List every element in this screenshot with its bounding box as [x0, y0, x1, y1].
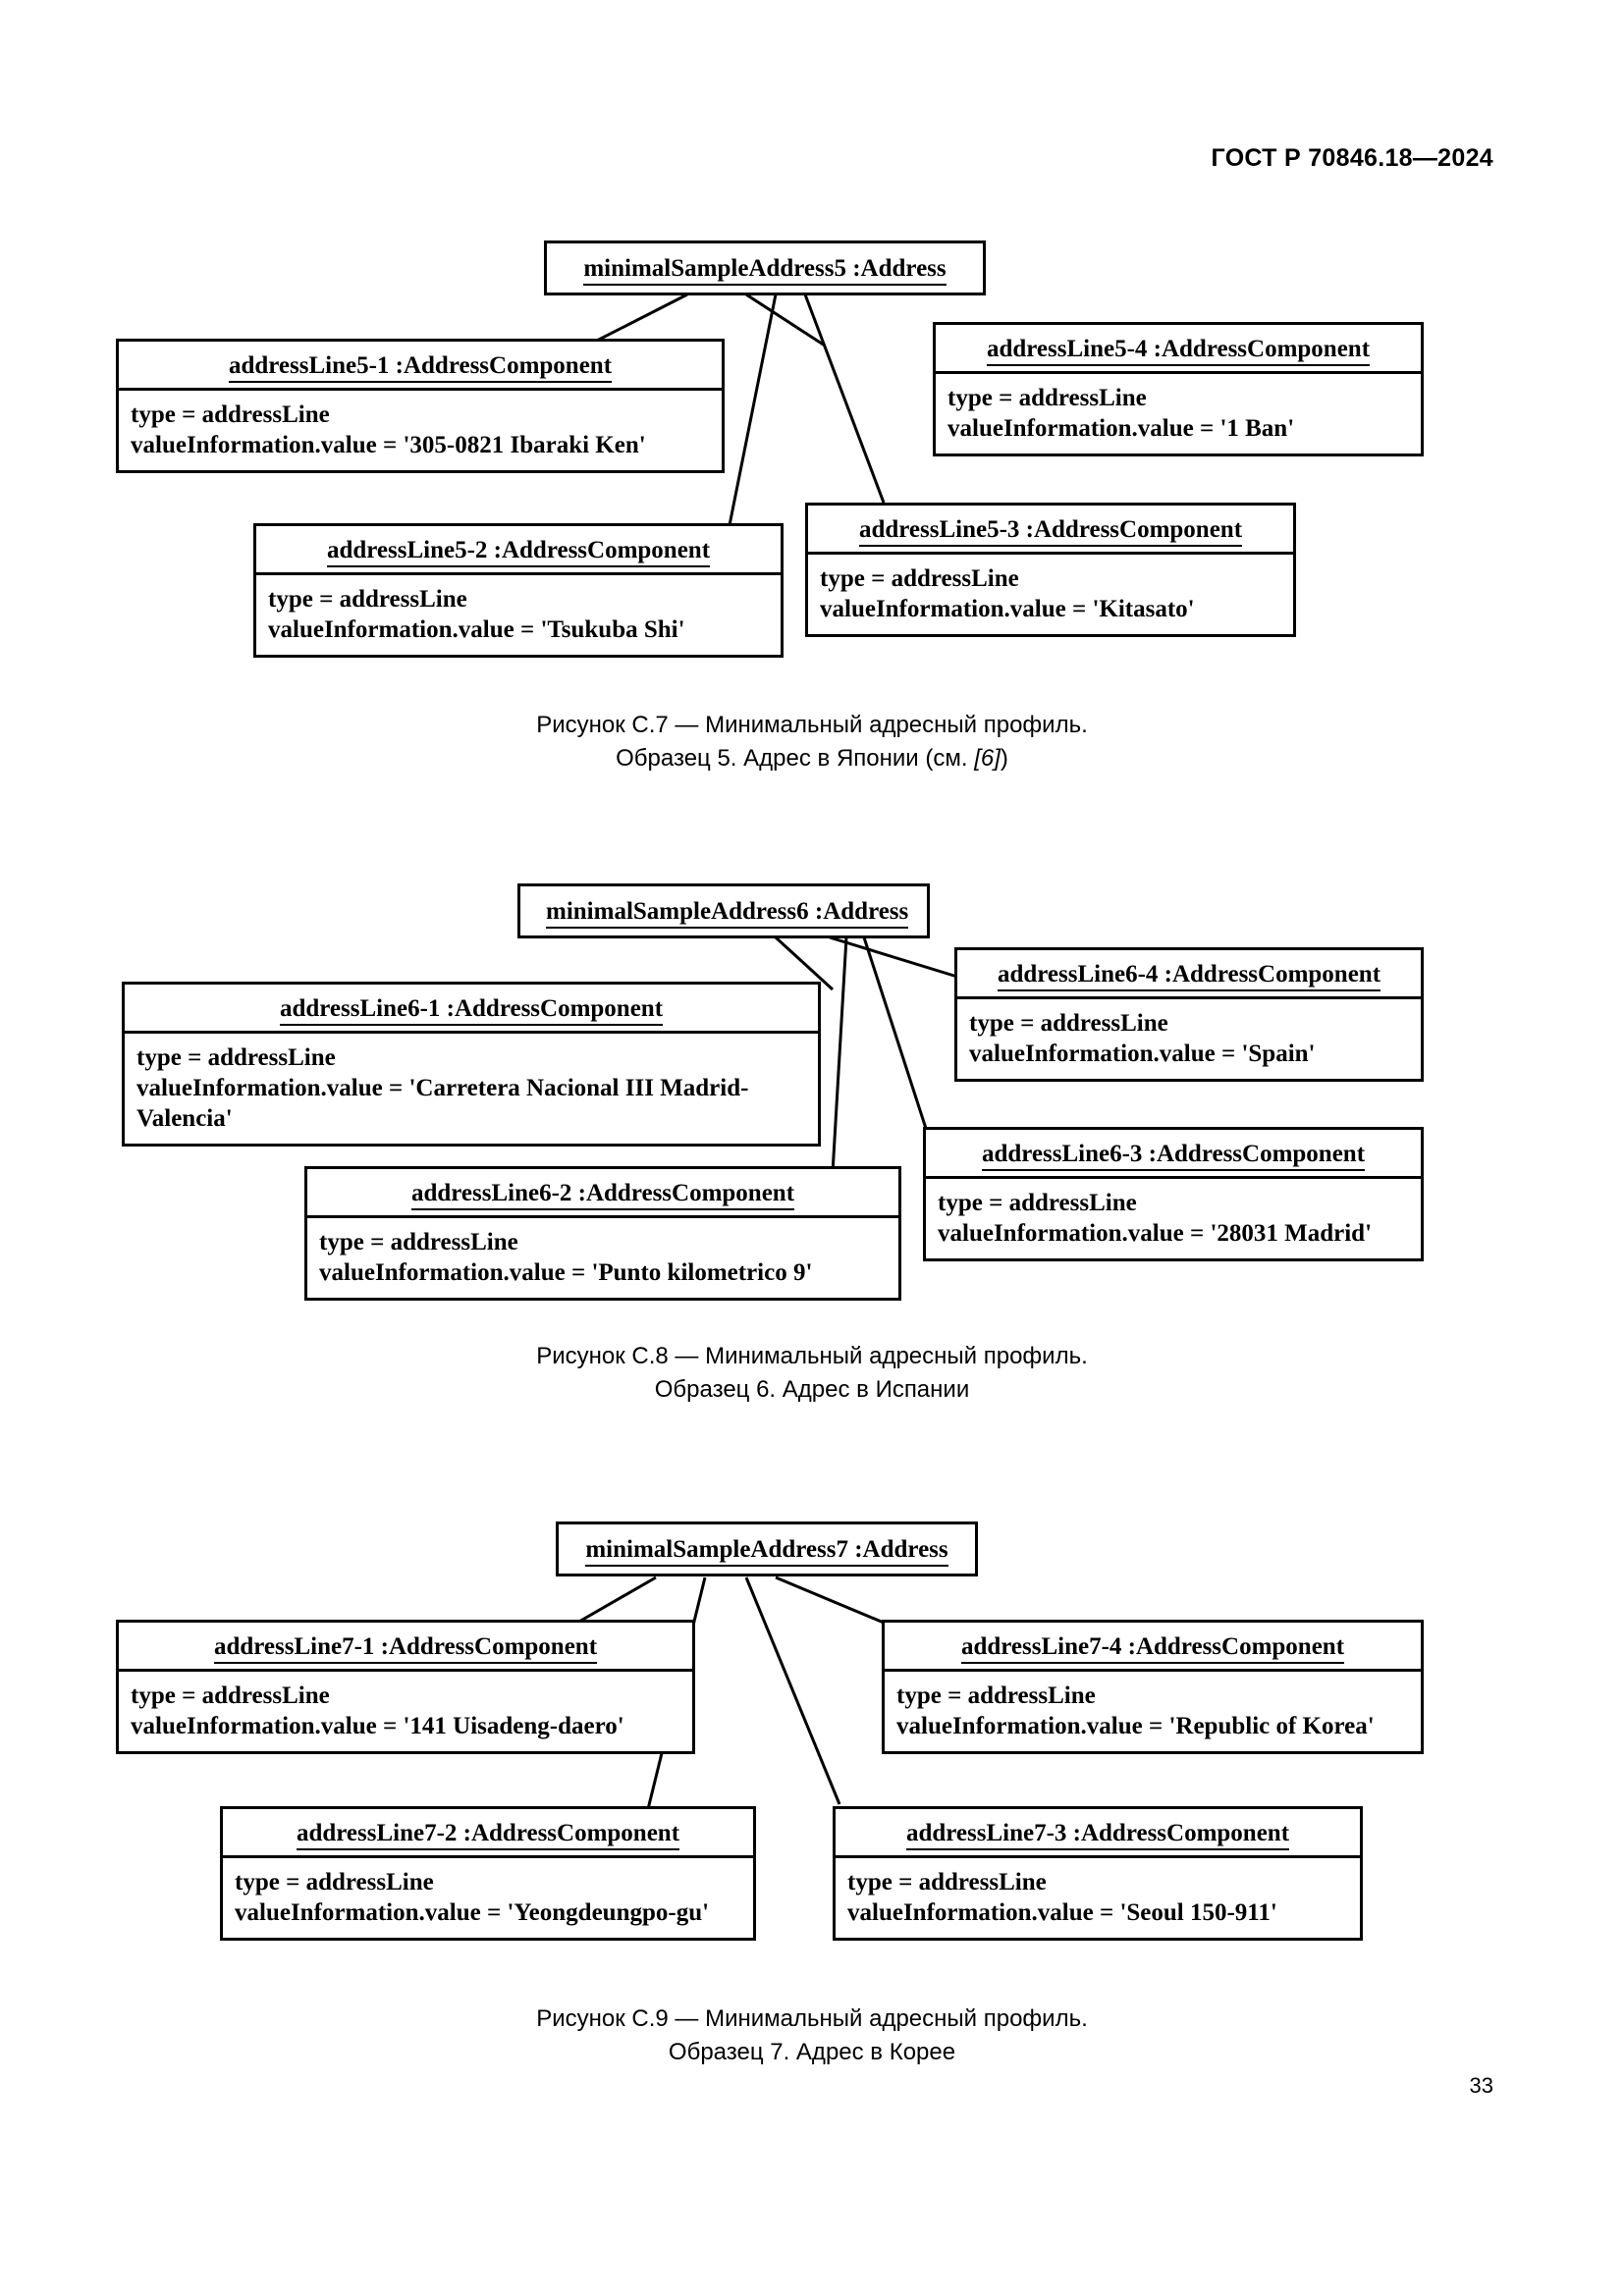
object-box-title: addressLine7-4 :AddressComponent: [885, 1623, 1421, 1672]
object-box-attributes: type = addressLine valueInformation.valu…: [125, 1034, 818, 1144]
attribute-value: valueInformation.value = 'Spain': [969, 1041, 1316, 1067]
attribute-value: valueInformation.value = 'Yeongdeungpo-g…: [235, 1899, 710, 1926]
connector-root-to-7-1: [576, 1575, 657, 1625]
object-box-attributes: type = addressLine valueInformation.valu…: [223, 1858, 753, 1938]
attribute-type: type = addressLine: [896, 1682, 1096, 1709]
object-box-minimalSampleAddress5[interactable]: minimalSampleAddress5 :Address: [544, 240, 986, 295]
object-box-title: minimalSampleAddress5 :Address: [547, 243, 983, 293]
object-box-attributes: type = addressLine valueInformation.valu…: [836, 1858, 1360, 1938]
object-box-title: addressLine7-3 :AddressComponent: [836, 1809, 1360, 1858]
caption-line-2: Образец 6. Адрес в Испании: [0, 1373, 1624, 1407]
object-box-addressLine5-4[interactable]: addressLine5-4 :AddressComponent type = …: [933, 322, 1424, 456]
object-box-title: addressLine5-4 :AddressComponent: [936, 325, 1421, 374]
attribute-value: valueInformation.value = 'Tsukuba Shi': [268, 616, 685, 643]
object-box-title: minimalSampleAddress7 :Address: [559, 1524, 975, 1574]
object-box-addressLine5-1[interactable]: addressLine5-1 :AddressComponent type = …: [116, 339, 725, 473]
object-box-title: addressLine5-2 :AddressComponent: [256, 526, 781, 575]
attribute-value: valueInformation.value = 'Republic of Ko…: [896, 1713, 1375, 1739]
attribute-value: valueInformation.value = '141 Uisadeng-d…: [131, 1713, 624, 1739]
caption-line-2: Образец 5. Адрес в Японии (см. [6]): [0, 742, 1624, 775]
caption-text: Образец 6. Адрес в Испании: [654, 1376, 970, 1404]
attribute-type: type = addressLine: [969, 1010, 1168, 1037]
connector-root-to-5-4: [745, 293, 826, 347]
caption-line-1: Рисунок С.9 — Минимальный адресный профи…: [536, 2005, 1088, 2032]
attribute-value: valueInformation.value = 'Kitasato': [820, 596, 1195, 622]
attribute-value: valueInformation.value = '305-0821 Ibara…: [131, 432, 646, 458]
caption-line-1: Рисунок С.7 — Минимальный адресный профи…: [536, 712, 1088, 738]
attribute-type: type = addressLine: [268, 586, 467, 613]
caption-line-2: Образец 7. Адрес в Корее: [0, 2036, 1624, 2069]
object-box-title: addressLine7-1 :AddressComponent: [119, 1623, 692, 1672]
object-box-attributes: type = addressLine valueInformation.valu…: [885, 1672, 1421, 1751]
connector-root-to-6-2: [831, 936, 848, 1174]
caption-text-tail: ): [1000, 745, 1008, 773]
attribute-type: type = addressLine: [947, 385, 1147, 411]
attribute-type: type = addressLine: [820, 565, 1019, 592]
object-box-title: minimalSampleAddress6 :Address: [520, 886, 927, 935]
attribute-type: type = addressLine: [938, 1190, 1137, 1216]
attribute-type: type = addressLine: [847, 1869, 1047, 1896]
object-box-attributes: type = addressLine valueInformation.valu…: [256, 575, 781, 655]
connector-root-to-5-2: [727, 294, 778, 531]
object-box-title: addressLine7-2 :AddressComponent: [223, 1809, 753, 1858]
figure-c7-caption: Рисунок С.7 — Минимальный адресный профи…: [0, 709, 1624, 775]
caption-line-1: Рисунок С.8 — Минимальный адресный профи…: [536, 1343, 1088, 1369]
object-box-addressLine6-4[interactable]: addressLine6-4 :AddressComponent type = …: [954, 947, 1424, 1082]
connector-root-to-7-3: [744, 1576, 841, 1805]
caption-reference: [6]: [974, 745, 1001, 773]
object-box-addressLine5-2[interactable]: addressLine5-2 :AddressComponent type = …: [253, 523, 784, 658]
caption-text: Образец 7. Адрес в Корее: [668, 2039, 956, 2066]
object-box-attributes: type = addressLine valueInformation.valu…: [957, 999, 1421, 1079]
connector-root-to-7-4: [775, 1575, 885, 1625]
attribute-value: valueInformation.value = '1 Ban': [947, 415, 1295, 442]
attribute-type: type = addressLine: [235, 1869, 434, 1896]
object-box-minimalSampleAddress6[interactable]: minimalSampleAddress6 :Address: [517, 883, 930, 938]
attribute-type: type = addressLine: [319, 1229, 518, 1255]
attribute-value: valueInformation.value = 'Punto kilometr…: [319, 1259, 813, 1286]
object-box-addressLine7-4[interactable]: addressLine7-4 :AddressComponent type = …: [882, 1620, 1424, 1754]
connector-root-to-6-4: [829, 935, 958, 979]
attribute-type: type = addressLine: [136, 1044, 336, 1071]
object-box-title: addressLine6-1 :AddressComponent: [125, 985, 818, 1034]
attribute-type: type = addressLine: [131, 1682, 330, 1709]
object-box-attributes: type = addressLine valueInformation.valu…: [808, 555, 1293, 634]
caption-text: Образец 5. Адрес в Японии (см.: [616, 745, 975, 773]
object-box-addressLine6-1[interactable]: addressLine6-1 :AddressComponent type = …: [122, 982, 821, 1147]
attribute-value: valueInformation.value = '28031 Madrid': [938, 1220, 1373, 1247]
page-number: 33: [1469, 2073, 1493, 2098]
object-box-attributes: type = addressLine valueInformation.valu…: [307, 1218, 898, 1298]
object-box-attributes: type = addressLine valueInformation.valu…: [926, 1179, 1421, 1258]
object-box-title: addressLine5-3 :AddressComponent: [808, 506, 1293, 555]
standard-header: ГОСТ Р 70846.18—2024: [1211, 144, 1493, 172]
object-box-title: addressLine6-2 :AddressComponent: [307, 1169, 898, 1218]
attribute-type: type = addressLine: [131, 401, 330, 428]
object-box-title: addressLine5-1 :AddressComponent: [119, 342, 722, 391]
attribute-value: valueInformation.value = 'Carretera Naci…: [136, 1075, 749, 1132]
object-box-title: addressLine6-4 :AddressComponent: [957, 950, 1421, 999]
object-box-title: addressLine6-3 :AddressComponent: [926, 1130, 1421, 1179]
object-box-attributes: type = addressLine valueInformation.valu…: [936, 374, 1421, 454]
object-box-minimalSampleAddress7[interactable]: minimalSampleAddress7 :Address: [556, 1522, 978, 1576]
figure-c9-caption: Рисунок С.9 — Минимальный адресный профи…: [0, 2002, 1624, 2069]
object-box-addressLine5-3[interactable]: addressLine5-3 :AddressComponent type = …: [805, 503, 1296, 637]
object-box-addressLine6-2[interactable]: addressLine6-2 :AddressComponent type = …: [304, 1166, 901, 1301]
object-box-attributes: type = addressLine valueInformation.valu…: [119, 1672, 692, 1751]
object-box-addressLine7-2[interactable]: addressLine7-2 :AddressComponent type = …: [220, 1806, 756, 1941]
figure-c8-caption: Рисунок С.8 — Минимальный адресный профи…: [0, 1340, 1624, 1407]
object-box-addressLine7-1[interactable]: addressLine7-1 :AddressComponent type = …: [116, 1620, 695, 1754]
connector-root-to-5-3: [803, 294, 886, 504]
object-box-attributes: type = addressLine valueInformation.valu…: [119, 391, 722, 470]
object-box-addressLine7-3[interactable]: addressLine7-3 :AddressComponent type = …: [833, 1806, 1363, 1941]
connector-root-to-6-3: [862, 936, 933, 1145]
object-box-addressLine6-3[interactable]: addressLine6-3 :AddressComponent type = …: [923, 1127, 1424, 1261]
attribute-value: valueInformation.value = 'Seoul 150-911': [847, 1899, 1277, 1926]
